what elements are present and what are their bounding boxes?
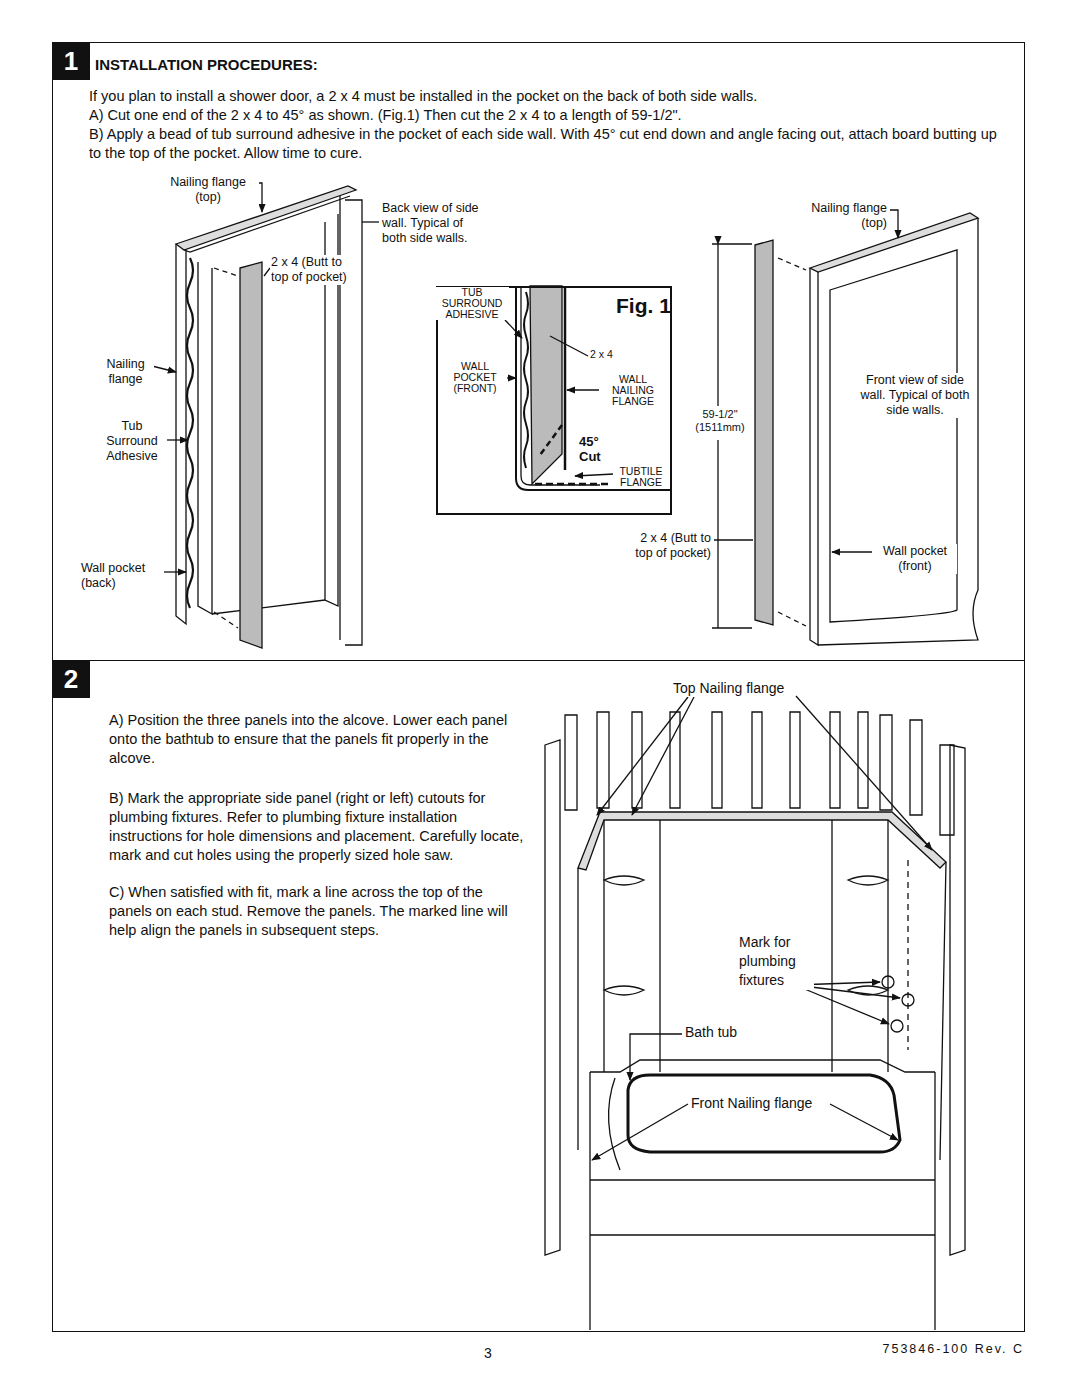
heading: INSTALLATION PROCEDURES: bbox=[95, 55, 595, 74]
callout-label: Nailing flange bbox=[97, 357, 154, 387]
callout-label: 2 x 4 bbox=[589, 349, 614, 360]
node-text: C) When satisfied with fit, mark a line … bbox=[109, 883, 529, 940]
callout-label: Nailing flange (top) bbox=[157, 175, 259, 205]
callout-label: 45° Cut bbox=[578, 434, 614, 464]
node-text: A) Cut one end of the 2 x 4 to 45° as sh… bbox=[89, 106, 1009, 125]
step-number: 1 bbox=[52, 42, 90, 80]
node-text: A) Position the three panels into the al… bbox=[109, 711, 529, 768]
callout-label: Front view of side wall. Typical of both… bbox=[855, 373, 975, 418]
node-text: Fig. 1 bbox=[616, 294, 671, 318]
node-text: B) Apply a bead of tub surround adhesive… bbox=[89, 125, 1009, 163]
callout-label: Wall pocket (back) bbox=[80, 561, 164, 591]
callout-label: Top Nailing flange bbox=[672, 680, 785, 697]
front-view-wall bbox=[712, 210, 978, 645]
node-text: If you plan to install a shower door, a … bbox=[89, 87, 1009, 106]
step-number: 2 bbox=[52, 660, 90, 698]
callout-label: 3 bbox=[483, 1345, 493, 1362]
callout-label: TUB SURROUND ADHESIVE bbox=[435, 287, 509, 320]
callout-label: 59-1/2" (1511mm) bbox=[689, 408, 751, 434]
callout-label: TUBTILE FLANGE bbox=[613, 466, 669, 488]
callout-label: Back view of side wall. Typical of both … bbox=[381, 201, 483, 246]
callout-label: Bath tub bbox=[684, 1024, 738, 1041]
callout-label: 753846-100 Rev. C bbox=[882, 1342, 1025, 1357]
callout-label: Wall pocket (front) bbox=[873, 544, 957, 574]
callout-label: 2 x 4 (Butt to top of pocket) bbox=[270, 255, 350, 285]
callout-label: 2 x 4 (Butt to top of pocket) bbox=[632, 531, 712, 561]
node-text: B) Mark the appropriate side panel (righ… bbox=[109, 789, 529, 865]
fig1-detail bbox=[503, 286, 670, 490]
callout-label: WALL NAILING FLANGE bbox=[599, 374, 667, 407]
node-text: 1 bbox=[52, 46, 90, 76]
back-view-wall bbox=[152, 183, 379, 648]
callout-label: Nailing flange (top) bbox=[794, 201, 888, 231]
step-panel: A) Position the three panels into the al… bbox=[52, 660, 1025, 1332]
alcove-tub bbox=[545, 696, 965, 1330]
callout-label: Tub Surround Adhesive bbox=[97, 419, 167, 464]
node-text: 2 bbox=[52, 664, 90, 694]
callout-label: Mark for plumbing fixtures bbox=[738, 933, 814, 990]
callout-label: Front Nailing flange bbox=[690, 1095, 813, 1112]
callout-label: WALL POCKET (FRONT) bbox=[443, 361, 507, 394]
